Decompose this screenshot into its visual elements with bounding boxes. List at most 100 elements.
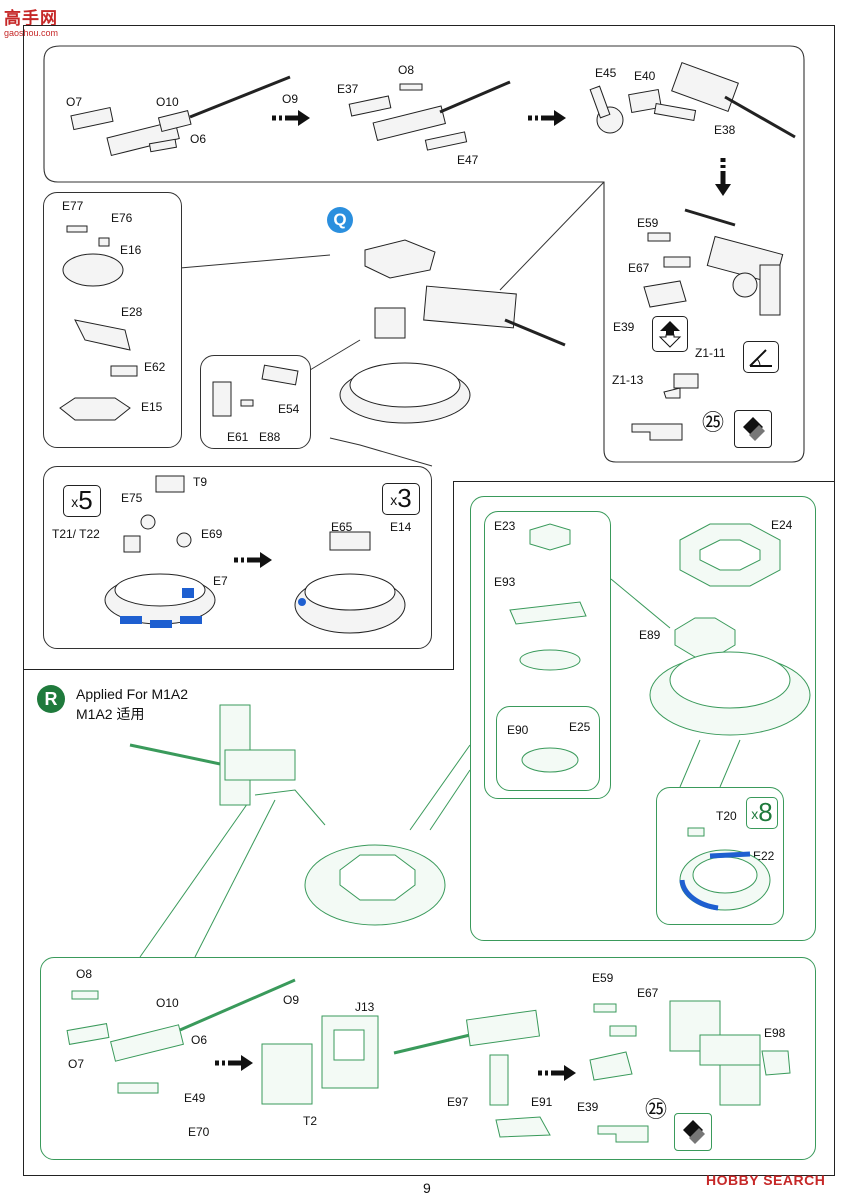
- r-bottom-gun-1: [66, 978, 296, 1094]
- label-o7: O7: [66, 95, 83, 109]
- section-r-frame: [23, 670, 835, 1176]
- applied-for-chinese: M1A2 适用: [76, 706, 145, 722]
- label-e47: E47: [457, 153, 479, 167]
- label-e16: E16: [120, 243, 142, 257]
- multiplier-x5: x5: [63, 485, 101, 517]
- multiplier-x8: x8: [746, 797, 778, 829]
- r-bottom-bracket: [597, 1125, 649, 1143]
- label-e23: E23: [494, 519, 516, 533]
- divider-horizontal: [23, 669, 454, 670]
- paint-swatch-icon: [734, 410, 772, 448]
- q-right-gun: [684, 208, 784, 316]
- label-e28: E28: [121, 305, 143, 319]
- section-q-frame: [23, 25, 835, 671]
- r-bottom-parts: [589, 1003, 637, 1081]
- label-e40: E40: [634, 69, 656, 83]
- label-e59: E59: [637, 216, 659, 230]
- label-z1-13: Z1-13: [612, 373, 644, 387]
- angle-glue-icon: [743, 341, 779, 373]
- label-bottom-j13: J13: [355, 1000, 375, 1014]
- gun-assembly-3: [589, 62, 796, 139]
- r-bottom-mount: [669, 1000, 791, 1106]
- label-bottom-o7: O7: [68, 1057, 85, 1071]
- r-bottom-gun-2: [393, 1009, 551, 1138]
- paint-ref-number: ㉕: [702, 410, 725, 435]
- mult-x-a: x: [71, 494, 79, 511]
- label-bottom-o10: O10: [156, 996, 179, 1010]
- step-q-badge: Q: [327, 207, 353, 233]
- label-o10: O10: [156, 95, 179, 109]
- label-e24: E24: [771, 518, 793, 532]
- hobby-search-text: HOBBY SEARCH: [706, 1172, 826, 1188]
- step-r-badge: R: [37, 685, 65, 713]
- mult-x-c: x: [751, 806, 759, 823]
- label-e62: E62: [144, 360, 166, 374]
- divider-horizontal-right: [453, 481, 835, 482]
- mult-x-b: x: [390, 492, 398, 509]
- label-o6: O6: [190, 132, 207, 146]
- r-bottom-plates: [261, 1015, 379, 1105]
- label-e75: E75: [121, 491, 143, 505]
- bottom-paint-swatch-icon: [674, 1113, 712, 1151]
- arrow-right-4: [215, 1055, 253, 1071]
- label-bottom-o8: O8: [76, 967, 93, 981]
- label-e65: E65: [331, 520, 353, 534]
- label-e15: E15: [141, 400, 163, 414]
- label-e69: E69: [201, 527, 223, 541]
- arrow-right-3: [234, 552, 272, 568]
- label-e14: E14: [390, 520, 412, 534]
- label-o9: O9: [282, 92, 299, 106]
- label-t9: T9: [193, 475, 208, 489]
- label-bottom-e49: E49: [184, 1091, 206, 1105]
- r-green-left-turret: [304, 844, 446, 926]
- label-e89: E89: [639, 628, 661, 642]
- q-center-turret: [339, 239, 566, 424]
- label-bottom-t2: T2: [303, 1114, 318, 1128]
- q-right-parts: [643, 232, 691, 308]
- step-q-letter: Q: [333, 210, 347, 229]
- label-t20: T20: [716, 809, 737, 823]
- label-e45: E45: [595, 66, 617, 80]
- q-lower-ring-right: [294, 531, 406, 634]
- bottom-paint-ref-number: ㉕: [645, 1097, 668, 1122]
- label-bottom-e59: E59: [592, 971, 614, 985]
- watermark-title: 高手网: [4, 9, 58, 28]
- label-t21-t22: T21/ T22: [52, 527, 100, 541]
- watermark-logo: 高手网 gaoshou.com: [4, 4, 76, 38]
- mult-value-b: 3: [397, 483, 412, 513]
- label-e38: E38: [714, 123, 736, 137]
- q-right-small-part: [663, 373, 699, 399]
- watermark-url: gaoshou.com: [4, 28, 59, 38]
- label-e7: E7: [213, 574, 228, 588]
- label-e22: E22: [753, 849, 775, 863]
- label-e37: E37: [337, 82, 359, 96]
- q-right-bracket: [631, 423, 683, 441]
- label-e54: E54: [278, 402, 300, 416]
- arrow-right-5: [538, 1065, 576, 1081]
- q-left-detail-parts: [59, 225, 138, 421]
- mult-value-a: 5: [78, 485, 93, 515]
- page-number: 9: [423, 1180, 431, 1196]
- label-e77: E77: [62, 199, 84, 213]
- gun-assembly-2: [348, 80, 511, 151]
- hobby-search-logo: HOBBY SEARCH: [706, 1172, 825, 1188]
- label-bottom-e39: E39: [577, 1100, 599, 1114]
- label-e61: E61: [227, 430, 249, 444]
- label-e76: E76: [111, 211, 133, 225]
- label-bottom-o9: O9: [283, 993, 300, 1007]
- r-green-t20-ring: [679, 827, 771, 911]
- applied-for-english: Applied For M1A2: [76, 686, 189, 702]
- q-lower-ring-left: [104, 475, 216, 628]
- arrow-down-1: [715, 158, 731, 196]
- label-bottom-o6: O6: [191, 1033, 208, 1047]
- label-e25: E25: [569, 720, 591, 734]
- gun-assembly-1: [70, 75, 291, 157]
- label-bottom-e97: E97: [447, 1095, 469, 1109]
- label-e39: E39: [613, 320, 635, 334]
- label-bottom-e70: E70: [188, 1125, 210, 1139]
- label-e67: E67: [628, 261, 650, 275]
- label-bottom-e98: E98: [764, 1026, 786, 1040]
- divider-vertical: [453, 481, 454, 670]
